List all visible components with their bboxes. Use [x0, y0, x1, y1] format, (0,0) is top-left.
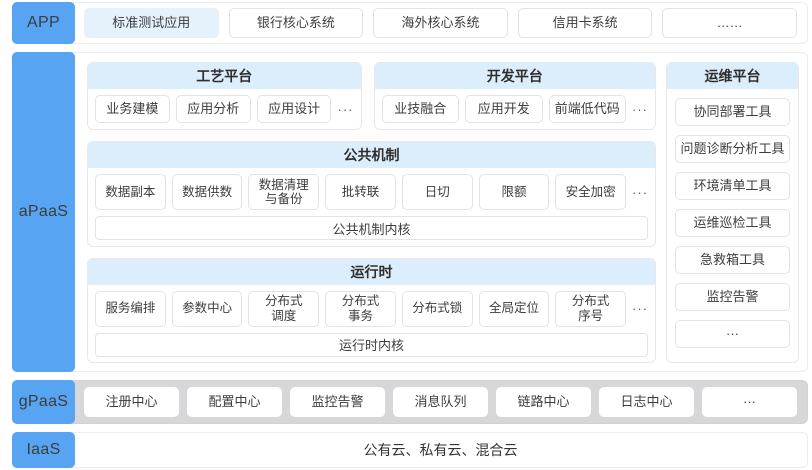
dev-platform-section: 开发平台 业技融合 应用开发 前端低代码 ···: [373, 62, 656, 130]
ops-chip-env-inventory-tool: 环境清单工具: [675, 172, 790, 200]
app-items: 标准测试应用 银行核心系统 海外核心系统 信用卡系统 ……: [74, 3, 807, 43]
gpaas-chip-log-center: 日志中心: [599, 387, 694, 417]
common-chip-data-replica: 数据副本: [95, 174, 166, 210]
app-chip-credit-card: 信用卡系统: [517, 8, 653, 38]
runtime-chip-distributed-scheduling: 分布式 调度: [248, 290, 320, 327]
gpaas-chip-message-queue: 消息队列: [393, 387, 488, 417]
gpaas-items: 注册中心 配置中心 监控告警 消息队列 链路中心 日志中心 ···: [74, 381, 807, 423]
iaas-layer-label: IaaS: [12, 432, 75, 468]
app-layer-row: APP 标准测试应用 银行核心系统 海外核心系统 信用卡系统 ……: [12, 2, 808, 44]
craft-chip-app-design: 应用设计: [256, 95, 332, 123]
app-chip-standard-test: 标准测试应用: [84, 8, 219, 38]
ops-chip-first-aid-tool: 急救箱工具: [675, 246, 790, 274]
common-chip-batch-online: 批转联: [325, 174, 396, 210]
common-chip-quota: 限额: [478, 174, 550, 210]
craft-platform-title: 工艺平台: [88, 63, 361, 89]
iaas-clouds-text: 公有云、私有云、混合云: [363, 442, 518, 458]
gpaas-chip-config-center: 配置中心: [187, 387, 282, 417]
ops-platform-section: 运维平台 协同部署工具 问题诊断分析工具 环境清单工具 运维巡检工具 急救箱工具…: [666, 62, 799, 363]
runtime-chip-global-positioning: 全局定位: [478, 290, 550, 327]
runtime-chip-param-center: 参数中心: [171, 290, 243, 327]
runtime-chip-distributed-lock: 分布式锁: [401, 290, 473, 327]
runtime-chip-distributed-transaction: 分布式 事务: [325, 290, 396, 327]
craft-chip-app-analysis: 应用分析: [175, 95, 251, 123]
gpaas-layer-row: gPaaS 注册中心 配置中心 监控告警 消息队列 链路中心 日志中心 ···: [12, 380, 808, 424]
runtime-chip-service-orchestration: 服务编排: [95, 290, 166, 327]
common-more-dots: ···: [632, 184, 649, 200]
dev-more-dots: ···: [632, 101, 648, 117]
dev-chip-frontend-lowcode: 前端低代码: [548, 95, 626, 123]
common-mechanism-title: 公共机制: [88, 142, 655, 168]
app-layer-label: APP: [12, 2, 75, 44]
dev-platform-items: 业技融合 应用开发 前端低代码 ···: [375, 89, 656, 129]
app-chip-more: ……: [662, 8, 797, 38]
runtime-more-dots: ···: [632, 301, 649, 316]
gpaas-chip-monitoring-alert: 监控告警: [290, 387, 385, 417]
iaas-layer-row: IaaS 公有云、私有云、混合云: [12, 432, 808, 468]
common-mechanism-items: 数据副本 数据供数 数据清理 与备份 批转联 日切 限额 安全加密 ···: [88, 168, 655, 216]
common-chip-data-clean-backup: 数据清理 与备份: [248, 174, 320, 210]
ops-chip-more: ···: [675, 320, 790, 348]
apaas-left-column: 工艺平台 业务建模 应用分析 应用设计 ··· 开发平台 业技融合 应用开发: [87, 62, 656, 363]
runtime-section: 运行时 服务编排 参数中心 分布式 调度 分布式 事务 分布式锁 全局定位 分布…: [87, 257, 656, 363]
craft-platform-section: 工艺平台 业务建模 应用分析 应用设计 ···: [87, 62, 362, 130]
dev-platform-title: 开发平台: [374, 63, 655, 89]
app-chip-overseas-core: 海外核心系统: [373, 8, 508, 38]
app-chip-bank-core: 银行核心系统: [228, 8, 364, 38]
dev-chip-app-dev: 应用开发: [465, 95, 543, 123]
common-mechanism-kernel: 公共机制内核: [95, 216, 648, 240]
craft-chip-business-modeling: 业务建模: [95, 95, 170, 123]
gpaas-chip-registry-center: 注册中心: [84, 387, 179, 417]
gpaas-chip-more: ···: [702, 387, 797, 417]
ops-chip-problem-diagnosis-tool: 问题诊断分析工具: [675, 135, 790, 163]
gpaas-layer-label: gPaaS: [12, 380, 75, 424]
gpaas-chip-trace-center: 链路中心: [496, 387, 591, 417]
common-chip-security-encryption: 安全加密: [555, 174, 627, 210]
ops-chip-inspection-tool: 运维巡检工具: [675, 209, 790, 237]
runtime-chip-distributed-sequence: 分布式 序号: [555, 290, 627, 327]
dev-chip-biz-tech-fusion: 业技融合: [381, 95, 459, 123]
runtime-kernel: 运行时内核: [95, 332, 648, 357]
craft-platform-items: 业务建模 应用分析 应用设计 ···: [88, 89, 361, 129]
apaas-layer-label: aPaaS: [12, 52, 75, 372]
craft-more-dots: ···: [337, 101, 354, 117]
apaas-layer-row: aPaaS 工艺平台 业务建模 应用分析 应用设计 ··· 开发平台: [12, 52, 808, 372]
ops-chip-collab-deploy-tool: 协同部署工具: [675, 98, 790, 126]
platform-row: 工艺平台 业务建模 应用分析 应用设计 ··· 开发平台 业技融合 应用开发: [87, 62, 656, 130]
common-mechanism-section: 公共机制 数据副本 数据供数 数据清理 与备份 批转联 日切 限额 安全加密 ·…: [87, 141, 656, 247]
ops-platform-title: 运维平台: [667, 63, 798, 89]
runtime-items: 服务编排 参数中心 分布式 调度 分布式 事务 分布式锁 全局定位 分布式 序号…: [88, 285, 655, 333]
ops-platform-items: 协同部署工具 问题诊断分析工具 环境清单工具 运维巡检工具 急救箱工具 监控告警…: [667, 89, 798, 362]
ops-chip-monitoring-alert: 监控告警: [675, 283, 790, 311]
common-chip-day-cut: 日切: [401, 174, 473, 210]
runtime-title: 运行时: [88, 258, 655, 285]
apaas-content: 工艺平台 业务建模 应用分析 应用设计 ··· 开发平台 业技融合 应用开发: [74, 53, 807, 371]
common-chip-data-supply: 数据供数: [171, 174, 243, 210]
